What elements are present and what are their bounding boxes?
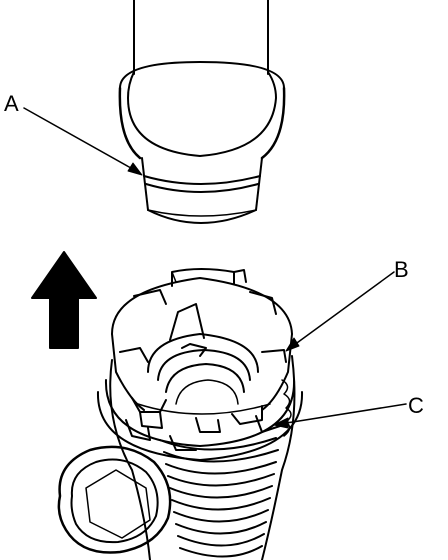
leader-line-a: [23, 107, 143, 176]
leader-line-c: [273, 403, 407, 429]
o-ring: [57, 445, 172, 554]
upper-pipe: [118, 0, 286, 224]
corrugated-tube: [109, 355, 296, 560]
leader-line-b: [285, 271, 395, 352]
callout-label-a: A: [4, 91, 19, 116]
snap-ring: [96, 379, 304, 461]
callout-label-b: B: [394, 257, 409, 282]
up-arrow-icon: [31, 251, 97, 349]
callout-label-c: C: [408, 393, 424, 418]
retainer-housing: [111, 268, 293, 411]
